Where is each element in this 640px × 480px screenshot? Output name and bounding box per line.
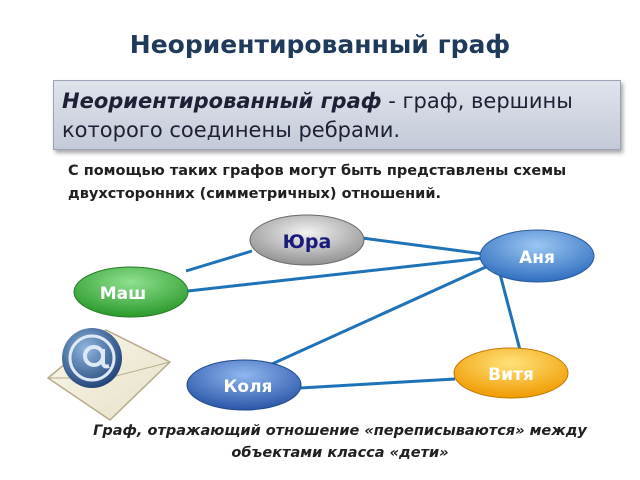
node-vitya-label: Витя xyxy=(488,365,534,385)
edge-anya-kolya xyxy=(271,264,489,366)
edge-masha-anya xyxy=(187,256,485,293)
edge-yura-masha xyxy=(185,249,253,273)
slide-title: Неориентированный граф xyxy=(129,30,511,59)
definition-text: - граф, вершины которого соединены ребра… xyxy=(62,89,573,142)
graph-edges xyxy=(185,236,522,390)
edge-yura-anya xyxy=(361,236,485,256)
intro-text: С помощью таких графов могут быть предст… xyxy=(68,163,567,202)
definition-box: Неориентированный граф - граф, вершины к… xyxy=(53,80,621,150)
node-kolya-label: Коля xyxy=(224,377,273,397)
node-anya-label: Аня xyxy=(519,248,555,268)
node-masha: Маш xyxy=(73,266,189,318)
node-kolya: Коля xyxy=(186,359,302,411)
email-at-icon xyxy=(46,328,172,421)
graph-caption: Граф, отражающий отношение «переписывают… xyxy=(93,423,587,461)
edge-anya-vitya xyxy=(498,273,522,351)
edge-kolya-vitya xyxy=(299,377,456,390)
node-yura-label: Юра xyxy=(283,231,332,253)
node-vitya: Витя xyxy=(453,347,569,399)
node-masha-label: Маш xyxy=(100,284,146,304)
node-anya: Аня xyxy=(479,229,595,283)
definition-term: Неориентированный граф xyxy=(62,89,382,113)
node-yura: Юра xyxy=(249,214,365,266)
